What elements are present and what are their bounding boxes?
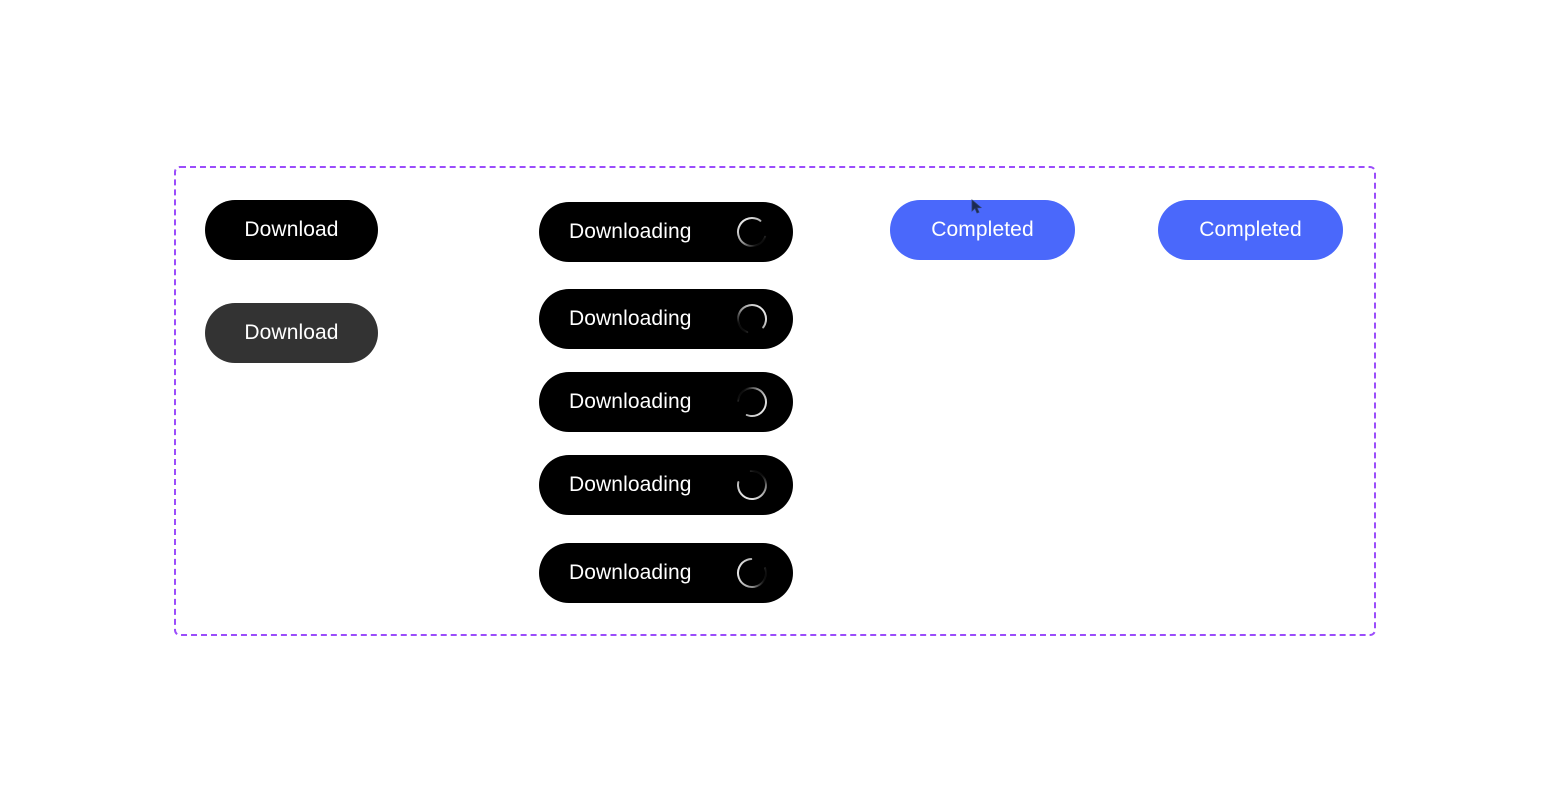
download-button-hover-label: Download	[244, 321, 339, 344]
downloading-button-2-label: Downloading	[569, 307, 692, 330]
downloading-button-3[interactable]: Downloading	[539, 372, 793, 432]
downloading-button-5-label: Downloading	[569, 561, 692, 584]
download-button-default-label: Download	[244, 218, 339, 241]
completed-button-hover-label: Completed	[931, 218, 1034, 241]
downloading-button-4[interactable]: Downloading	[539, 455, 793, 515]
spinner-icon	[733, 554, 771, 592]
download-button-hover[interactable]: Download	[205, 303, 378, 363]
downloading-button-1-label: Downloading	[569, 220, 692, 243]
downloading-button-4-label: Downloading	[569, 473, 692, 496]
downloading-button-2[interactable]: Downloading	[539, 289, 793, 349]
spinner-icon	[733, 466, 771, 504]
completed-button-default-label: Completed	[1199, 218, 1302, 241]
completed-button-hover[interactable]: Completed	[890, 200, 1075, 260]
selection-frame	[174, 166, 1376, 636]
downloading-button-5[interactable]: Downloading	[539, 543, 793, 603]
downloading-button-1[interactable]: Downloading	[539, 202, 793, 262]
spinner-icon	[733, 300, 771, 338]
spinner-icon	[733, 383, 771, 421]
spinner-icon	[733, 213, 771, 251]
download-button-default[interactable]: Download	[205, 200, 378, 260]
completed-button-default[interactable]: Completed	[1158, 200, 1343, 260]
downloading-button-3-label: Downloading	[569, 390, 692, 413]
